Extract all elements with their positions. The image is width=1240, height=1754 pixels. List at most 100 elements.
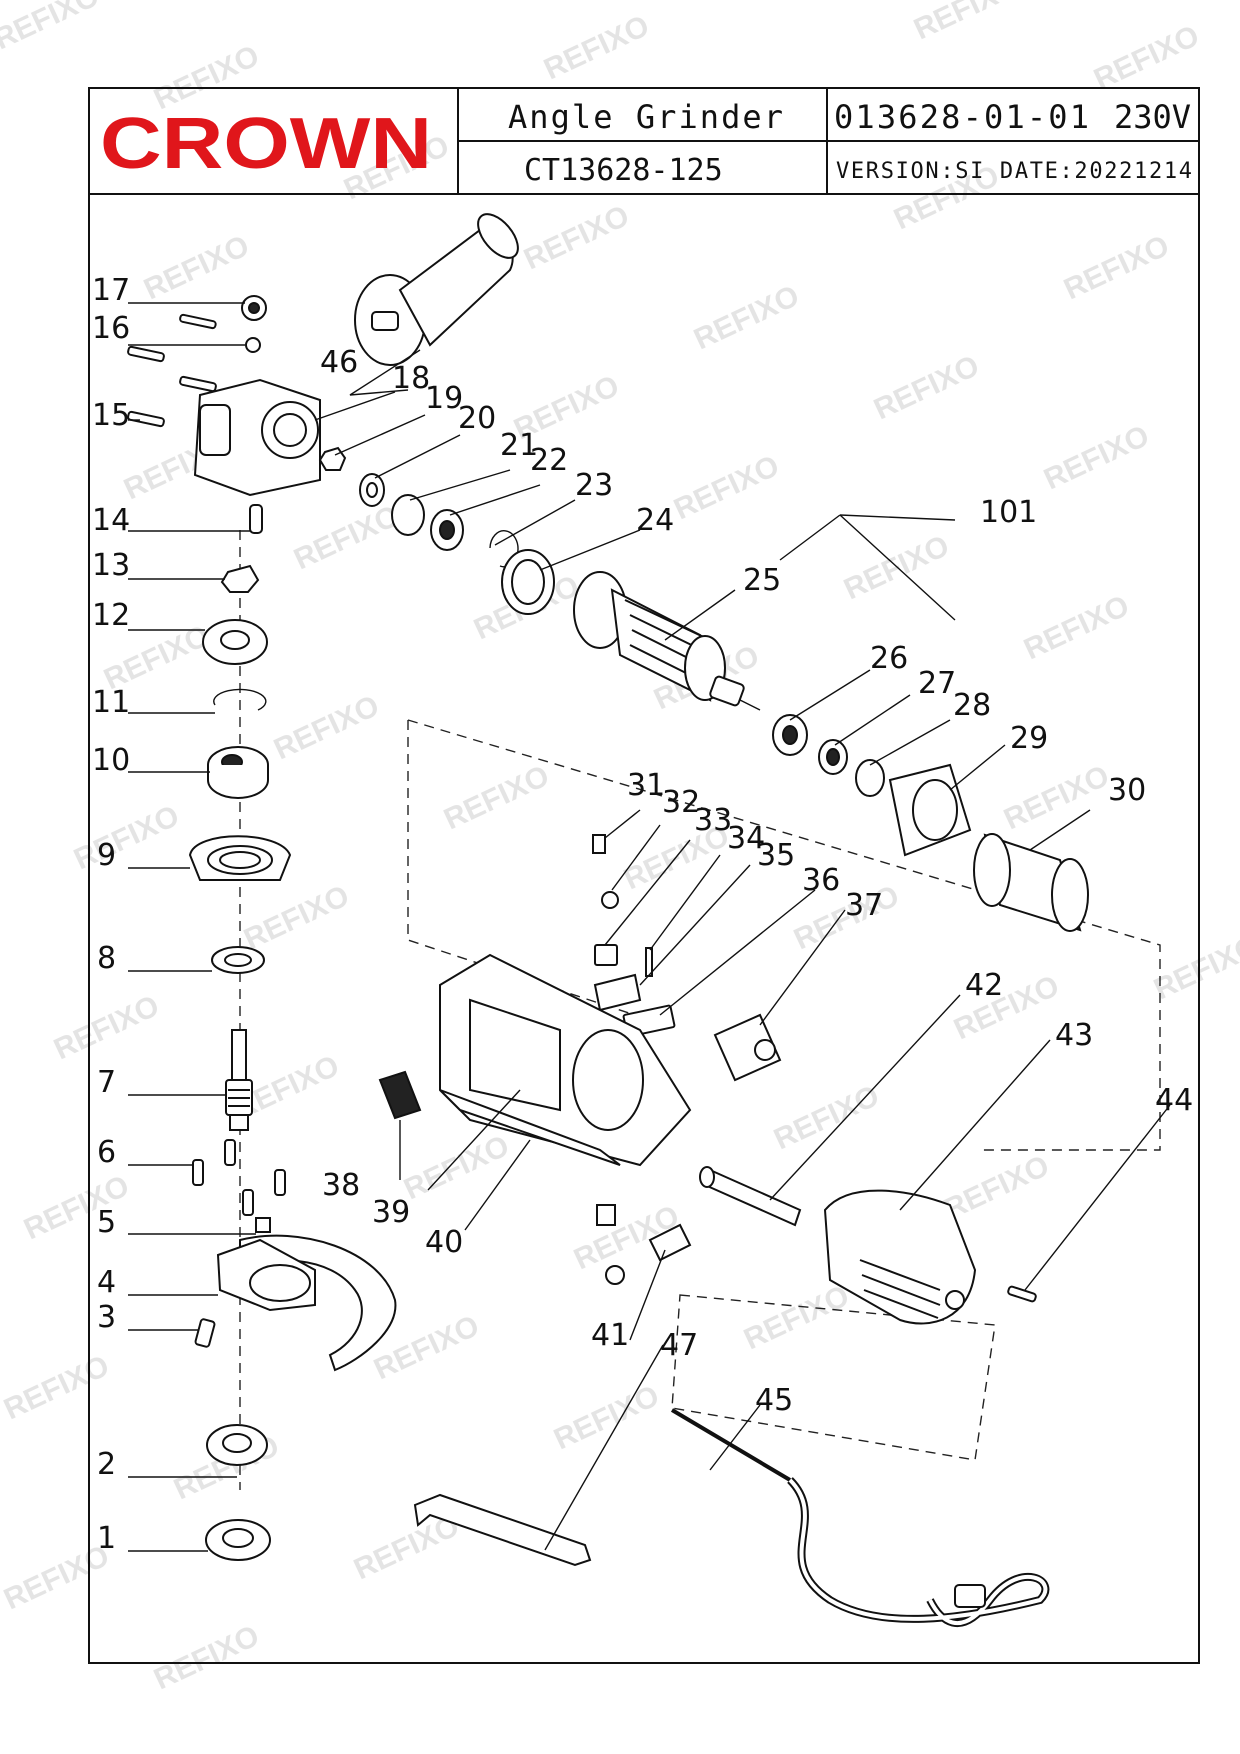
watermark: REFIXO <box>1019 589 1134 666</box>
watermark: REFIXO <box>289 499 404 576</box>
watermark: REFIXO <box>1089 19 1204 96</box>
screw-16b <box>127 345 165 363</box>
watermark: REFIXO <box>269 689 384 766</box>
callout-29: 29 <box>1010 721 1048 756</box>
watermark: REFIXO <box>0 0 104 56</box>
spring-32 <box>601 891 619 909</box>
callout-101: 101 <box>980 495 1037 530</box>
nut-13 <box>220 564 260 593</box>
carbon-brush-33 <box>594 944 618 966</box>
watermark: REFIXO <box>1149 929 1240 1006</box>
o-ring-21 <box>391 494 425 536</box>
watermark: REFIXO <box>69 799 184 876</box>
watermark: REFIXO <box>539 9 654 86</box>
callout-39: 39 <box>372 1195 410 1230</box>
baffle-29 <box>888 763 972 857</box>
callout-47: 47 <box>660 1328 698 1363</box>
callout-35: 35 <box>757 838 795 873</box>
watermark: REFIXO <box>939 1149 1054 1226</box>
watermark: REFIXO <box>1059 229 1174 306</box>
callout-7: 7 <box>97 1065 116 1100</box>
callout-30: 30 <box>1108 773 1146 808</box>
callout-5: 5 <box>97 1205 116 1240</box>
model-number: CT13628-125 <box>524 153 723 188</box>
cord-clamp-41 <box>648 1223 692 1262</box>
wheel-guard-4 <box>216 1234 397 1372</box>
watermark: REFIXO <box>689 279 804 356</box>
watermarks: REFIXO REFIXO REFIXO REFIXO REFIXO REFIX… <box>0 0 1240 1696</box>
side-handle <box>354 213 519 366</box>
screw-6c <box>274 1169 286 1196</box>
callout-8: 8 <box>97 941 116 976</box>
motor-housing-39-40 <box>439 953 692 1167</box>
callout-13: 13 <box>92 548 130 583</box>
screw-6a <box>192 1159 204 1186</box>
watermark: REFIXO <box>869 349 984 426</box>
callout-15: 15 <box>92 398 130 433</box>
watermark: REFIXO <box>739 1279 854 1356</box>
outer-nut-1 <box>205 1519 271 1561</box>
callout-9: 9 <box>97 838 116 873</box>
clip-16 <box>245 337 261 353</box>
callout-38: 38 <box>322 1168 360 1203</box>
callout-16: 16 <box>92 311 130 346</box>
callout-4: 4 <box>97 1265 116 1300</box>
callout-6: 6 <box>97 1135 116 1170</box>
pin-14 <box>249 504 263 534</box>
watermark: REFIXO <box>399 1129 514 1206</box>
callout-21: 21 <box>500 428 538 463</box>
watermark: REFIXO <box>549 1379 664 1456</box>
spindle-7 <box>225 1029 253 1131</box>
callout-34: 34 <box>727 821 765 856</box>
stator-30 <box>973 833 1089 932</box>
screw-16 <box>179 313 217 330</box>
callout-42: 42 <box>965 968 1003 1003</box>
watermark: REFIXO <box>139 229 254 306</box>
brush-41 <box>596 1204 616 1226</box>
washer-24 <box>501 549 555 615</box>
callout-33: 33 <box>694 803 732 838</box>
callout-37: 37 <box>845 888 883 923</box>
rod-42 <box>699 1166 802 1227</box>
product-name: Angle Grinder <box>508 98 783 136</box>
slider-38 <box>378 1070 422 1120</box>
callout-20: 20 <box>458 401 496 436</box>
bearing-20 <box>359 473 385 507</box>
watermark: REFIXO <box>769 1079 884 1156</box>
nut-5 <box>255 1217 271 1233</box>
brush-holder-35 <box>593 973 642 1012</box>
bearing-26 <box>772 714 808 756</box>
leader-lines <box>128 302 1171 1552</box>
screw-15 <box>179 375 217 393</box>
callout-40: 40 <box>425 1225 463 1260</box>
callout-19: 19 <box>425 381 463 416</box>
watermark: REFIXO <box>19 1169 134 1246</box>
power-cord-45 <box>670 1408 1050 1627</box>
callout-45: 45 <box>755 1383 793 1418</box>
callout-27: 27 <box>918 666 956 701</box>
fan-28 <box>855 759 885 797</box>
callout-25: 25 <box>743 563 781 598</box>
bearing-plate-9 <box>188 835 292 881</box>
watermark: REFIXO <box>839 529 954 606</box>
drawing-frame <box>88 87 1200 1664</box>
watermark: REFIXO <box>0 1349 114 1426</box>
screw-6b <box>224 1139 236 1166</box>
watermark: REFIXO <box>909 0 1024 46</box>
callout-43: 43 <box>1055 1018 1093 1053</box>
gear-housing-18 <box>193 378 321 497</box>
screw-44 <box>1007 1285 1037 1303</box>
callout-24: 24 <box>636 503 674 538</box>
watermark: REFIXO <box>239 879 354 956</box>
screw-31 <box>592 834 606 854</box>
watermark: REFIXO <box>439 759 554 836</box>
watermark: REFIXO <box>519 199 634 276</box>
callout-18: 18 <box>392 361 430 396</box>
screw-6d <box>242 1189 254 1216</box>
callout-46: 46 <box>320 345 358 380</box>
callout-36: 36 <box>802 863 840 898</box>
callout-44: 44 <box>1155 1083 1193 1118</box>
circlip-11 <box>213 688 267 711</box>
bearing-27 <box>818 739 848 775</box>
screw-15b <box>127 410 165 428</box>
